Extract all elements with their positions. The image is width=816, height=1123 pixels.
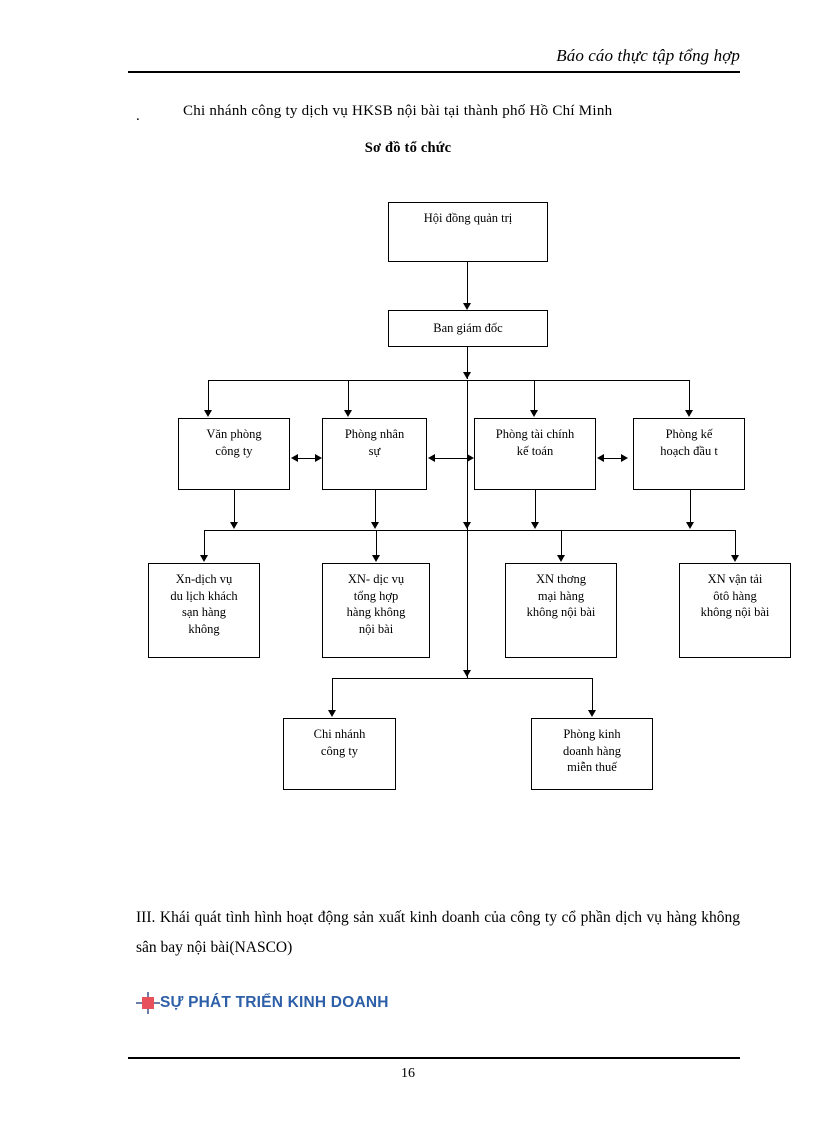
node-hoi-dong-quan-tri: Hội đồng quản trị xyxy=(388,202,548,262)
central-spine-lower xyxy=(467,530,468,678)
drop-pkhdt-down xyxy=(690,490,691,522)
peer-arrow-right-pkhdt xyxy=(621,454,628,462)
arrow-spine-to-bar-level4 xyxy=(463,522,471,529)
arrow-to-xn-tmhk xyxy=(557,555,565,562)
business-development-heading-row: SỰ PHÁT TRIỂN KINH DOANH xyxy=(136,992,389,1014)
arrow-pkhdt-to-bar xyxy=(686,522,694,529)
arrow-to-phong-kinh-doanh xyxy=(588,710,596,717)
peer-arrow-right-pns xyxy=(315,454,322,462)
arrow-hdqt-to-bgd xyxy=(463,303,471,310)
distribution-bar-level5 xyxy=(332,678,592,679)
arrow-pns-to-bar xyxy=(371,522,379,529)
peer-arrow-left-ptckt xyxy=(597,454,604,462)
peer-link-pns-ptckt xyxy=(434,458,467,459)
drop-to-phong-kinh-doanh xyxy=(592,678,593,710)
drop-to-chi-nhanh xyxy=(332,678,333,710)
peer-link-ptckt-pkhdt xyxy=(603,458,621,459)
drop-vpct-down xyxy=(234,490,235,522)
arrow-to-xn-dlks xyxy=(200,555,208,562)
page-number: 16 xyxy=(401,1066,415,1081)
connector-bgd-down xyxy=(467,347,468,379)
drop-to-vpct xyxy=(208,380,209,410)
drop-to-pkhdt xyxy=(689,380,690,410)
diagram-title: Sơ đồ tổ chức xyxy=(364,140,452,156)
marker-square xyxy=(142,997,154,1009)
drop-to-xn-tmhk xyxy=(561,530,562,555)
intro-bullet-mark: . xyxy=(136,108,140,124)
arrow-to-vpct xyxy=(204,410,212,417)
page-header-title: Báo cáo thực tập tổng hợp xyxy=(556,46,740,65)
peer-link-vpct-pns xyxy=(297,458,315,459)
drop-ptckt-down xyxy=(535,490,536,522)
node-ban-giam-doc: Ban giám đốc xyxy=(388,310,548,347)
branch-office-line: Chi nhánh công ty dịch vụ HKSB nội bài t… xyxy=(183,103,613,119)
peer-arrow-right-ptckt xyxy=(467,454,474,462)
arrow-vpct-to-bar xyxy=(230,522,238,529)
blue-section-heading: SỰ PHÁT TRIỂN KINH DOANH xyxy=(160,994,389,1011)
drop-to-xn-vtot xyxy=(735,530,736,555)
outline-expand-marker-icon xyxy=(136,992,160,1014)
section-iii-paragraph: III. Khái quát tình hình hoạt động sản x… xyxy=(136,909,740,957)
arrow-to-xn-vtot xyxy=(731,555,739,562)
arrow-spine-to-bar-level5 xyxy=(463,670,471,677)
drop-to-xn-dvth xyxy=(376,530,377,555)
footer-divider xyxy=(128,1057,740,1059)
drop-to-pns xyxy=(348,380,349,410)
distribution-bar-level4 xyxy=(204,530,735,531)
arrow-to-xn-dvth xyxy=(372,555,380,562)
peer-arrow-left-vpct xyxy=(291,454,298,462)
distribution-bar-level3 xyxy=(208,380,689,381)
drop-to-ptckt xyxy=(534,380,535,410)
arrow-to-pkhdt xyxy=(685,410,693,417)
drop-to-xn-dlks xyxy=(204,530,205,555)
header-divider xyxy=(128,71,740,73)
arrow-to-chi-nhanh xyxy=(328,710,336,717)
drop-pns-down xyxy=(375,490,376,522)
connector-hdqt-to-bgd xyxy=(467,262,468,303)
arrow-to-pns xyxy=(344,410,352,417)
arrow-bgd-to-bar xyxy=(463,372,471,379)
node-label: Hội đồng quản trị xyxy=(423,211,513,225)
node-label: Ban giám đốc xyxy=(433,321,503,336)
peer-arrow-left-pns xyxy=(428,454,435,462)
arrow-to-ptckt xyxy=(530,410,538,417)
arrow-ptckt-to-bar xyxy=(531,522,539,529)
